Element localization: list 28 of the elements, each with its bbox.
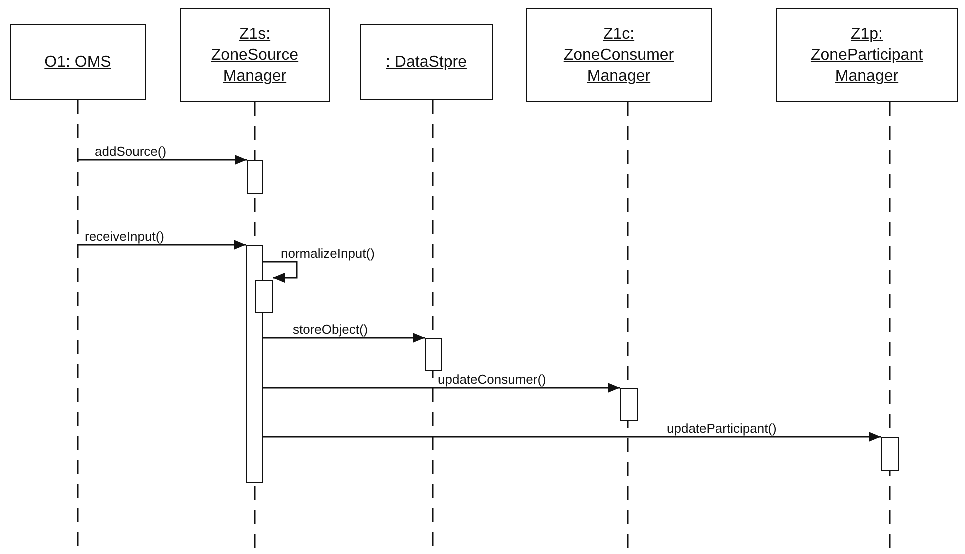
message-arrow [263, 432, 881, 442]
object-box [360, 24, 493, 100]
activation-bar [620, 388, 638, 421]
message-label: receiveInput() [85, 229, 164, 244]
activation-bar [247, 160, 263, 194]
object-box [776, 8, 958, 102]
activation-bar [881, 437, 899, 471]
object-name: Z1c: ZoneConsumer Manager [562, 24, 676, 86]
activation-bar [425, 338, 442, 371]
object-box [526, 8, 712, 102]
message-arrow [78, 240, 246, 250]
message-arrow [263, 383, 620, 393]
message-label: updateConsumer() [438, 372, 546, 387]
message-label: addSource() [95, 144, 167, 159]
message-arrow [78, 155, 247, 165]
message-arrow [263, 333, 425, 343]
activation-bar [255, 280, 273, 313]
message-label: storeObject() [293, 322, 368, 337]
object-name: Z1p: ZoneParticipant Manager [810, 24, 924, 86]
object-box [10, 24, 146, 100]
activation-bar [246, 245, 263, 483]
message-label: normalizeInput() [281, 246, 375, 261]
message-arrow [263, 261, 298, 283]
object-box [180, 8, 330, 102]
object-name: Z1s: ZoneSource Manager [210, 24, 300, 86]
message-label: updateParticipant() [667, 421, 777, 436]
object-name: O1: OMS [44, 52, 112, 72]
object-name: : DataStpre [386, 52, 467, 72]
